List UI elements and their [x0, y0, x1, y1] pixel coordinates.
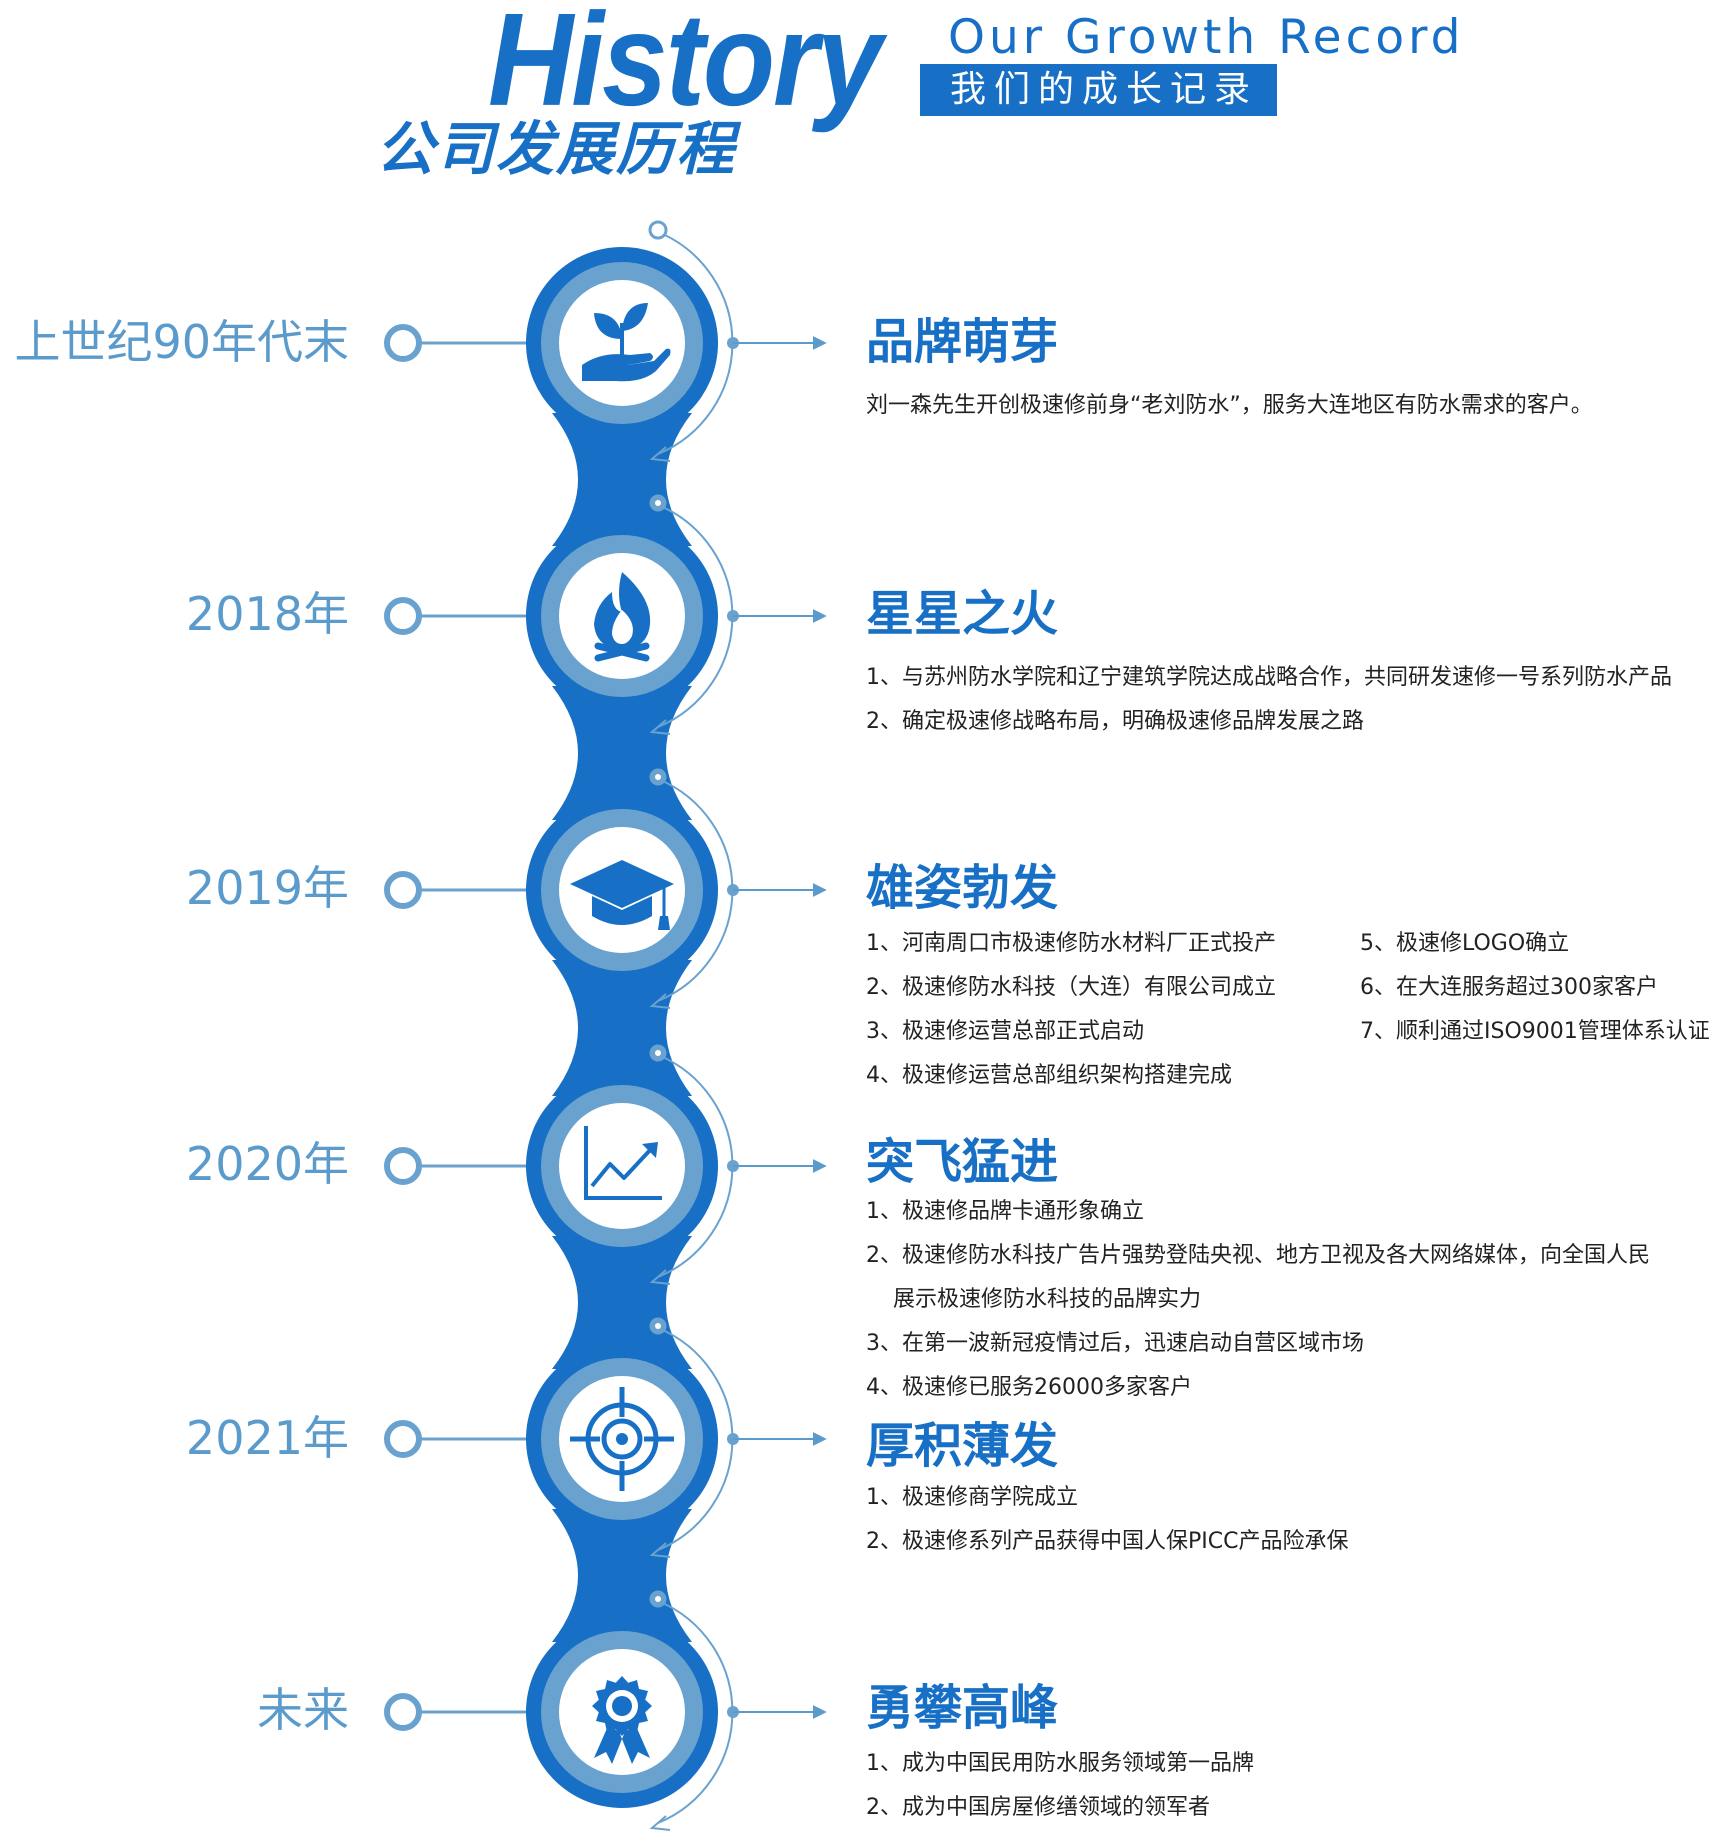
stage-title-vigorous: 雄姿勃发 — [866, 860, 1059, 916]
list-item: 1、极速修品牌卡通形象确立 — [866, 1199, 1144, 1224]
growth-chart-icon — [584, 1126, 662, 1200]
year-ring-marker — [384, 597, 422, 635]
plant-in-hand-icon — [582, 303, 671, 382]
target-icon — [570, 1387, 674, 1491]
growth-record-caption: Our Growth Record — [948, 10, 1465, 65]
growth-record-banner: 我们的成长记录 — [920, 64, 1277, 116]
orbit-arrow — [649, 719, 671, 735]
year-label-2019: 2019年 — [185, 861, 349, 915]
stage-list-future: 1、成为中国民用防水服务领域第一品牌 2、成为中国房屋修缮领域的领军者 — [866, 1742, 1254, 1830]
year-ring-marker — [384, 1693, 422, 1731]
orbit-dot — [648, 220, 668, 240]
company-history-subtitle: 公司发展历程 — [376, 115, 737, 183]
year-label-2021: 2021年 — [185, 1411, 349, 1465]
graduation-cap-icon — [570, 860, 674, 930]
year-label-2020: 2020年 — [185, 1137, 349, 1191]
year-ring-marker — [384, 871, 422, 909]
stage-list-2018: 1、与苏州防水学院和辽宁建筑学院达成战略合作，共同研发速修一号系列防水产品 2、… — [866, 656, 1672, 744]
orbit-arrow — [649, 1269, 671, 1285]
list-item: 2、确定极速修战略布局，明确极速修品牌发展之路 — [866, 709, 1364, 734]
list-item: 3、在第一波新冠疫情过后，迅速启动自营区域市场 — [866, 1331, 1364, 1356]
list-item: 2、成为中国房屋修缮领域的领军者 — [866, 1795, 1210, 1820]
stage-title-leap-forward: 突飞猛进 — [866, 1134, 1059, 1190]
list-item: 刘一森先生开创极速修前身“老刘防水”，服务大连地区有防水需求的客户。 — [866, 393, 1593, 418]
list-item: 7、顺利通过ISO9001管理体系认证 — [1360, 1019, 1710, 1044]
list-item: 1、极速修商学院成立 — [866, 1485, 1078, 1510]
list-item: 2、极速修防水科技广告片强势登陆央视、地方卫视及各大网络媒体，向全国人民 — [866, 1243, 1650, 1268]
timeline-node-center — [559, 1103, 685, 1229]
history-title: History — [488, 0, 883, 134]
timeline-connector — [552, 960, 692, 1096]
fire-icon — [594, 572, 651, 662]
list-item: 2、极速修系列产品获得中国人保PICC产品险承保 — [866, 1529, 1349, 1554]
timeline-connector — [552, 413, 692, 546]
stage-title-brand-sprout: 品牌萌芽 — [866, 314, 1059, 370]
list-item: 3、极速修运营总部正式启动 — [866, 1019, 1144, 1044]
list-item: 5、极速修LOGO确立 — [1360, 931, 1570, 956]
stage-list-2021: 1、极速修商学院成立 2、极速修系列产品获得中国人保PICC产品险承保 — [866, 1476, 1348, 1564]
list-item: 展示极速修防水科技的品牌实力 — [893, 1287, 1202, 1312]
timeline-connector — [552, 686, 692, 820]
orbit-arrow — [649, 1815, 671, 1831]
award-medal-icon — [592, 1676, 652, 1764]
list-item: 2、极速修防水科技（大连）有限公司成立 — [866, 975, 1276, 1000]
stage-list-2020: 1、极速修品牌卡通形象确立 2、极速修防水科技广告片强势登陆央视、地方卫视及各大… — [866, 1190, 1650, 1410]
list-item: 1、河南周口市极速修防水材料厂正式投产 — [866, 931, 1276, 956]
stage-title-accumulate: 厚积薄发 — [866, 1418, 1059, 1474]
list-item: 4、极速修已服务26000多家客户 — [866, 1375, 1192, 1400]
list-item: 1、成为中国民用防水服务领域第一品牌 — [866, 1751, 1254, 1776]
orbit-arrow — [649, 993, 671, 1009]
year-ring-marker — [384, 324, 422, 362]
stage-list-2019: 1、河南周口市极速修防水材料厂正式投产 2、极速修防水科技（大连）有限公司成立 … — [866, 922, 1276, 1098]
year-label-future: 未来 — [257, 1683, 349, 1737]
timeline-connector — [552, 1509, 692, 1642]
list-item: 4、极速修运营总部组织架构搭建完成 — [866, 1063, 1232, 1088]
orbit-arrow — [649, 446, 671, 462]
stage-list-1990s: 刘一森先生开创极速修前身“老刘防水”，服务大连地区有防水需求的客户。 — [866, 384, 1593, 428]
year-ring-marker — [384, 1147, 422, 1185]
year-label-1990s: 上世纪90年代末 — [14, 315, 349, 369]
stage-title-spark: 星星之火 — [866, 586, 1059, 642]
stage-list-2019-col2: 5、极速修LOGO确立 6、在大连服务超过300家客户 7、顺利通过ISO900… — [1360, 922, 1710, 1054]
stage-title-scale-peaks: 勇攀高峰 — [866, 1680, 1059, 1736]
orbit-arrow — [649, 1542, 671, 1558]
list-item: 1、与苏州防水学院和辽宁建筑学院达成战略合作，共同研发速修一号系列防水产品 — [866, 665, 1672, 690]
list-item: 6、在大连服务超过300家客户 — [1360, 975, 1658, 1000]
timeline-connector — [552, 1236, 692, 1369]
year-ring-marker — [384, 1420, 422, 1458]
year-label-2018: 2018年 — [185, 587, 349, 641]
